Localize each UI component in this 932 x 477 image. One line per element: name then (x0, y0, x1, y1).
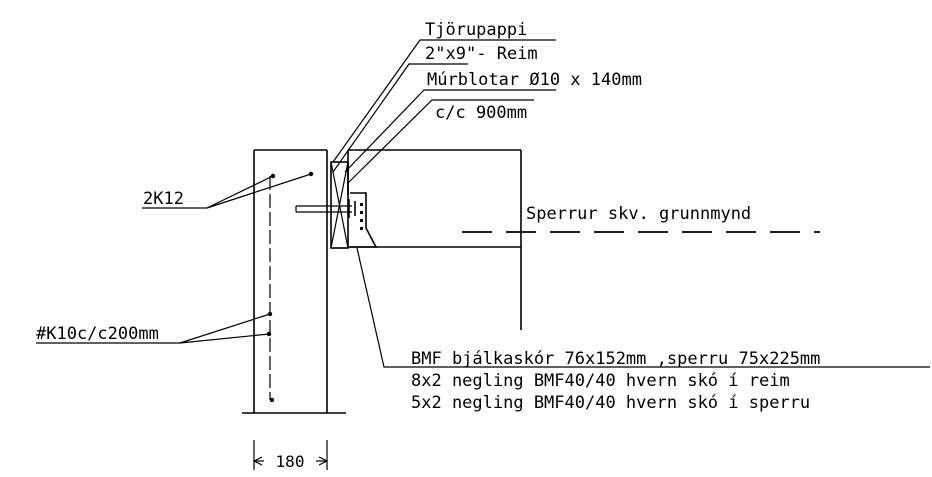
label-hanger-line-3: 5x2 negling BMF40/40 hvern skó í sperru (411, 393, 810, 413)
leader-line-hanger (356, 247, 930, 368)
dimension-wall-thickness-value: 180 (276, 452, 305, 471)
label-roofing-felt: Tjörupappi (425, 20, 527, 40)
label-spacing: c/c 900mm (435, 103, 527, 123)
rebar-dot-bottom (269, 397, 275, 403)
label-hanger-line-1: BMF bjálkaskór 76x152mm ,sperru 75x225mm (411, 349, 820, 369)
label-rafters-note: Sperrur skv. grunnmynd (526, 204, 751, 224)
joist-hanger (350, 192, 378, 248)
anchor-bolt (295, 199, 356, 218)
wall-plate (330, 161, 349, 249)
label-hanger-line-2: 8x2 negling BMF40/40 hvern skó í reim (411, 371, 790, 391)
label-wall-plate-size: 2"x9" (425, 44, 476, 64)
dimension-wall-thickness (252, 440, 329, 470)
label-rebar-mesh: #K10c/c200mm (36, 324, 159, 344)
leader-lines-left (36, 173, 312, 344)
label-anchor-bolts: Múrblotar Ø10 x 140mm (427, 70, 642, 90)
label-wall-plate-rest: - Reim (466, 44, 538, 64)
label-rebar-top: 2K12 (143, 189, 184, 209)
leader-lines-top (332, 39, 556, 184)
concrete-wall (242, 149, 346, 414)
rafter (347, 149, 522, 330)
